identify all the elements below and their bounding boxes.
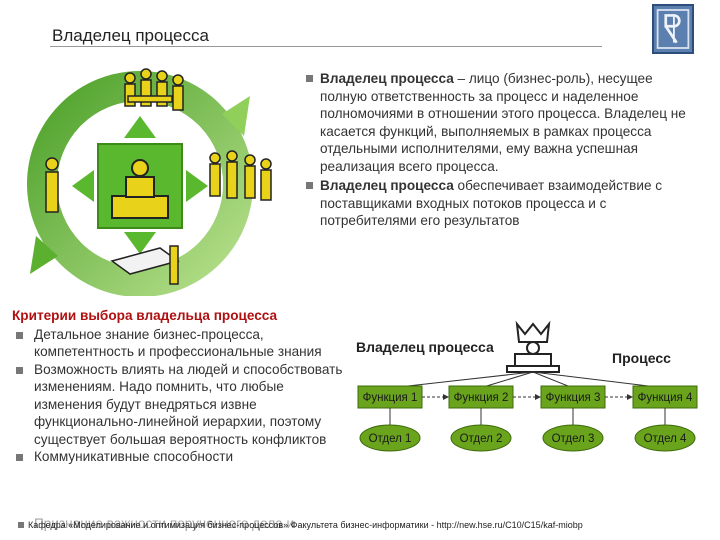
criteria-item-text: Коммуникативные способности xyxy=(34,449,234,464)
cycle-arrow-icon xyxy=(222,96,250,136)
department-label: Отдел 1 xyxy=(369,433,412,445)
criteria-item: Возможность влиять на людей и способство… xyxy=(12,361,352,449)
department-oval-1: Отдел 1 xyxy=(359,424,421,452)
arrow-left-icon xyxy=(72,170,94,202)
definition-term: Владелец процесса xyxy=(320,178,454,193)
definition-item: Владелец процесса – лицо (бизнес-роль), … xyxy=(306,70,696,175)
function-label: Функция 3 xyxy=(546,392,601,404)
bullet-square-icon xyxy=(306,75,313,82)
definition-item: Владелец процесса обеспечивает взаимодей… xyxy=(306,177,696,230)
criteria-heading: Критерии выбора владельца процесса xyxy=(12,308,278,323)
university-logo xyxy=(652,4,694,54)
department-oval-4: Отдел 4 xyxy=(634,424,696,452)
definition-term: Владелец процесса xyxy=(320,71,454,86)
footer-text: Кафедра «Моделирование и оптимизация биз… xyxy=(28,520,583,530)
arrow-down-icon xyxy=(124,232,156,254)
department-label: Отдел 2 xyxy=(460,433,503,445)
footer: Кафедра «Моделирование и оптимизация биз… xyxy=(18,520,718,530)
owner-crown-icon xyxy=(515,320,551,343)
function-label: Функция 4 xyxy=(638,392,693,404)
process-cycle-illustration xyxy=(27,68,272,296)
arrow-right-icon xyxy=(186,170,208,202)
criteria-item-text: Детальное знание бизнес-процесса, компет… xyxy=(34,326,322,360)
bullet-square-icon xyxy=(16,366,23,374)
criteria-item-text: Возможность влиять на людей и способство… xyxy=(34,361,343,447)
definition-text: обеспечивает взаимодействие с поставщика… xyxy=(320,178,663,228)
bullet-square-icon xyxy=(18,522,24,528)
arrow-right-icon xyxy=(443,394,449,400)
criteria-section: Критерии выбора владельца процесса Детал… xyxy=(12,307,352,466)
bullet-square-icon xyxy=(16,454,23,461)
diagram-process-label: Процесс xyxy=(612,350,671,366)
criteria-item: Коммуникативные способности xyxy=(12,448,352,466)
table-bottom-icon xyxy=(110,245,180,285)
criteria-item: Детальное знание бизнес-процесса, компет… xyxy=(12,326,352,361)
department-label: Отдел 4 xyxy=(644,433,687,445)
definitions-list: Владелец процесса – лицо (бизнес-роль), … xyxy=(306,70,696,232)
diagram-owner-label: Владелец процесса xyxy=(356,339,494,355)
function-label: Функция 2 xyxy=(454,392,509,404)
arrow-up-icon xyxy=(124,116,156,138)
slide-title: Владелец процесса xyxy=(52,26,209,45)
process-owner-diagram: Функция 1 Функция 2 Функция 3 Функция 4 … xyxy=(357,320,698,452)
owner-person-icon xyxy=(506,341,560,373)
function-box-1: Функция 1 xyxy=(357,385,423,409)
department-oval-3: Отдел 3 xyxy=(542,424,604,452)
cycle-arrow-icon xyxy=(30,236,58,274)
function-box-4: Функция 4 xyxy=(632,385,698,409)
definition-text: – лицо (бизнес-роль), несущее полную отв… xyxy=(320,71,686,174)
function-label: Функция 1 xyxy=(363,392,418,404)
function-box-3: Функция 3 xyxy=(540,385,606,409)
title-divider xyxy=(50,46,602,47)
person-left-icon xyxy=(45,157,59,213)
department-oval-2: Отдел 2 xyxy=(450,424,512,452)
arrow-right-icon xyxy=(627,394,633,400)
function-box-2: Функция 2 xyxy=(448,385,514,409)
cycle-ring xyxy=(27,71,253,296)
arrow-right-icon xyxy=(535,394,541,400)
people-group-right-icon xyxy=(209,150,272,201)
department-label: Отдел 3 xyxy=(552,433,595,445)
bullet-square-icon xyxy=(306,182,313,189)
criteria-last-item: Признание важности порученного дела и xyxy=(34,516,295,531)
people-group-top-icon xyxy=(124,68,184,111)
bullet-square-icon xyxy=(16,331,23,339)
